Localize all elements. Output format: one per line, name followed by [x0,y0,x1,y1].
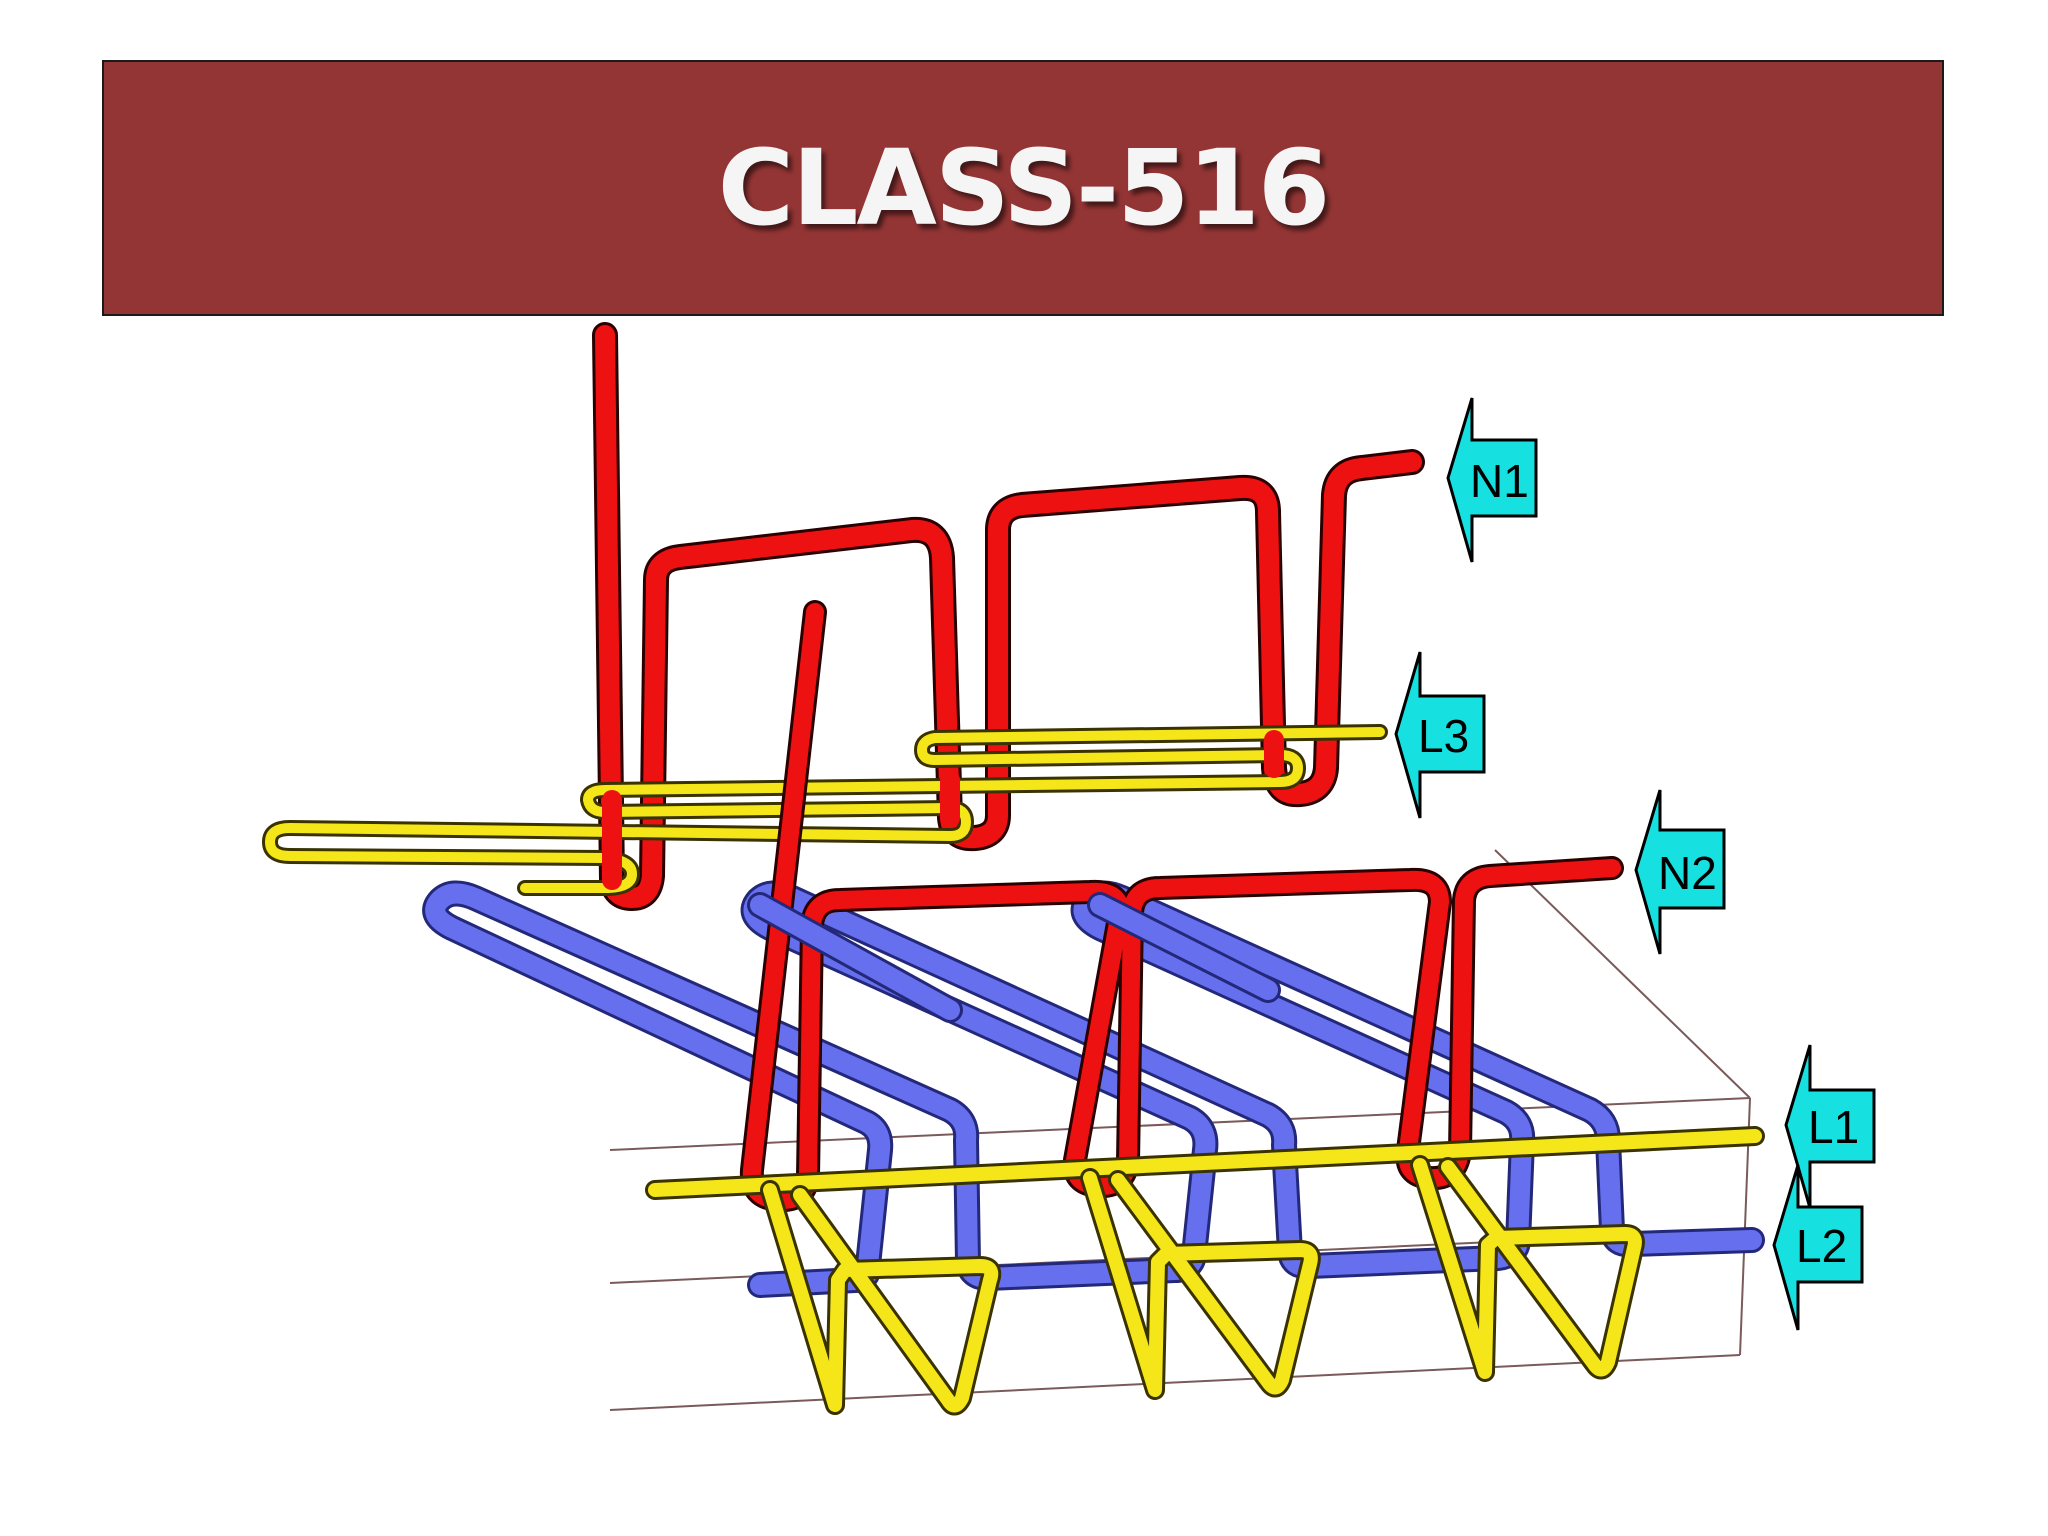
arrow-label-l1: L1 [1784,1044,1876,1209]
looper-thread-l2-front [747,892,1281,1023]
page-title: CLASS-516 [717,127,1330,249]
arrow-label-l2: L2 [1772,1164,1864,1331]
arrow-label-n1: N1 [1446,397,1538,563]
label-l2: L2 [1796,1220,1847,1272]
label-l1: L1 [1808,1101,1859,1153]
needle-thread-n1 [592,322,1425,911]
label-n2: N2 [1658,847,1717,899]
arrow-label-l3: L3 [1394,651,1486,819]
needle-thread-n1-front [602,730,1284,890]
title-banner: CLASS-516 [102,60,1944,316]
label-n1: N1 [1470,455,1529,507]
looper-thread-l3 [262,724,1388,896]
arrow-label-n2: N2 [1634,789,1726,955]
looper-thread-l1 [645,1126,1765,1416]
label-l3: L3 [1418,710,1469,762]
